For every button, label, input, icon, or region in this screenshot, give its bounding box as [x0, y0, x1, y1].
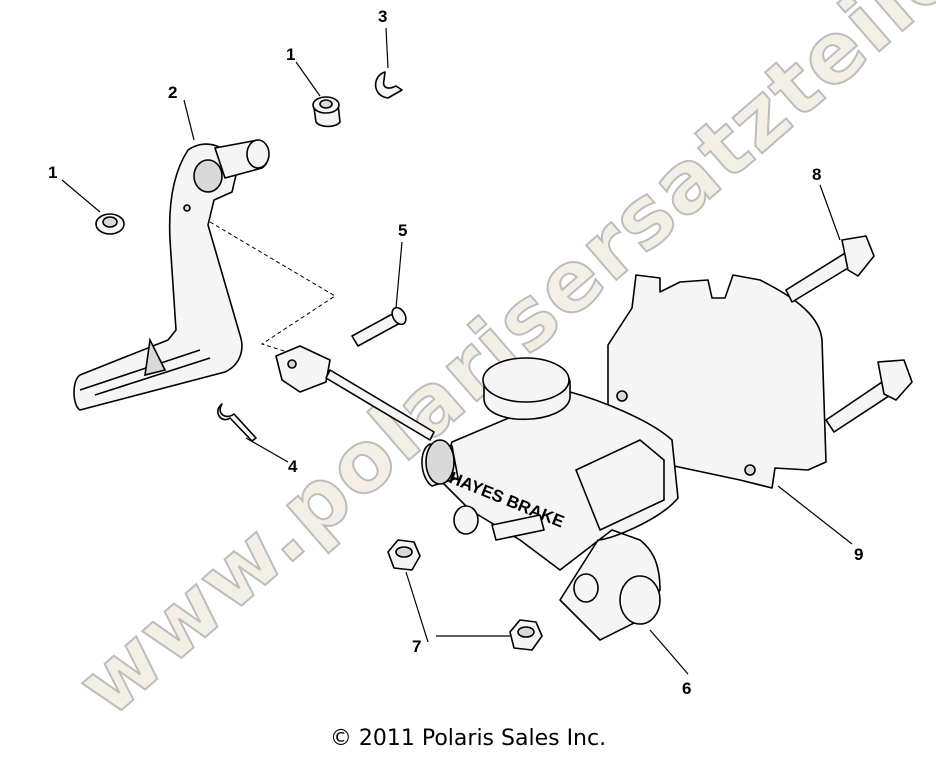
- callout-3: 3: [378, 7, 387, 26]
- bolt-upper: [785, 235, 875, 303]
- copyright-notice: © 2011 Polaris Sales Inc.: [330, 726, 606, 751]
- brake-pedal: [73, 139, 270, 411]
- callout-1-left: 1: [48, 163, 57, 182]
- bushing-top: [312, 96, 341, 128]
- nut-upper: [387, 539, 421, 571]
- callout-4: 4: [288, 457, 298, 476]
- callout-5: 5: [398, 221, 407, 240]
- callout-2: 2: [168, 83, 177, 102]
- master-cylinder: HAYES BRAKE: [421, 357, 679, 641]
- bushing-left: [95, 213, 125, 235]
- clevis-pin: [351, 306, 407, 347]
- nut-lower: [509, 619, 543, 651]
- callout-8: 8: [812, 165, 821, 184]
- callout-6: 6: [682, 679, 691, 698]
- leader-lines: [61, 27, 853, 675]
- bolt-lower: [825, 359, 913, 433]
- e-clip: [374, 71, 403, 99]
- pushrod-clevis: [275, 345, 435, 441]
- assembly-dashed-line: [209, 221, 336, 357]
- callout-7: 7: [412, 637, 421, 656]
- callout-1-top: 1: [286, 45, 295, 64]
- cotter-pin: [217, 403, 257, 442]
- callout-9: 9: [854, 545, 863, 564]
